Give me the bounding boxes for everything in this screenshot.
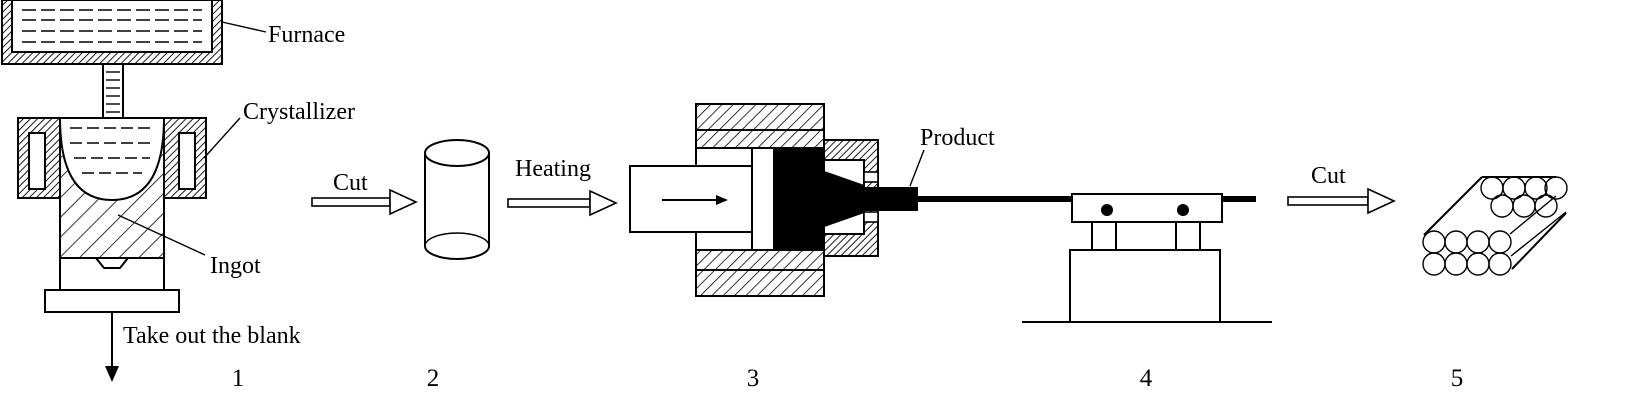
crystallizer-leader <box>203 117 241 159</box>
heating-label: Heating <box>515 156 591 182</box>
ingot <box>58 117 166 291</box>
step-number-3: 3 <box>747 365 760 392</box>
product-label: Product <box>920 125 995 151</box>
furnace-leader <box>221 21 267 33</box>
base-plate <box>44 289 180 313</box>
stage-5-bundle <box>1422 176 1568 276</box>
crystallizer <box>17 117 207 199</box>
furnace <box>1 0 223 65</box>
take-out-label: Take out the blank <box>123 323 301 349</box>
cut-arrow-2: Cut <box>1287 163 1396 215</box>
crystallizer-label: Crystallizer <box>243 99 355 125</box>
step-number-4: 4 <box>1140 365 1153 392</box>
ingot-leader <box>117 214 206 256</box>
product-bar <box>864 187 918 211</box>
ingot-label: Ingot <box>210 253 261 279</box>
stage-1-casting: Furnace Crystallizer Ingot Take out the … <box>1 0 355 382</box>
cut-arrow-1: Cut <box>311 170 418 216</box>
step-number-5: 5 <box>1451 365 1464 392</box>
stage-4-table <box>1022 193 1272 323</box>
stage-3-extrusion: Product <box>629 103 1256 297</box>
ram-arrow-icon <box>662 195 728 205</box>
step-number-2: 2 <box>427 365 440 392</box>
furnace-label: Furnace <box>268 22 345 48</box>
down-arrow-icon <box>105 312 119 382</box>
cut-label-1: Cut <box>333 170 368 196</box>
product-leader <box>909 149 925 187</box>
cut-label-2: Cut <box>1311 163 1346 189</box>
furnace-pipe <box>102 63 124 119</box>
step-number-1: 1 <box>232 365 245 392</box>
stage-2-blank <box>424 139 490 260</box>
heating-arrow: Heating <box>507 156 618 217</box>
